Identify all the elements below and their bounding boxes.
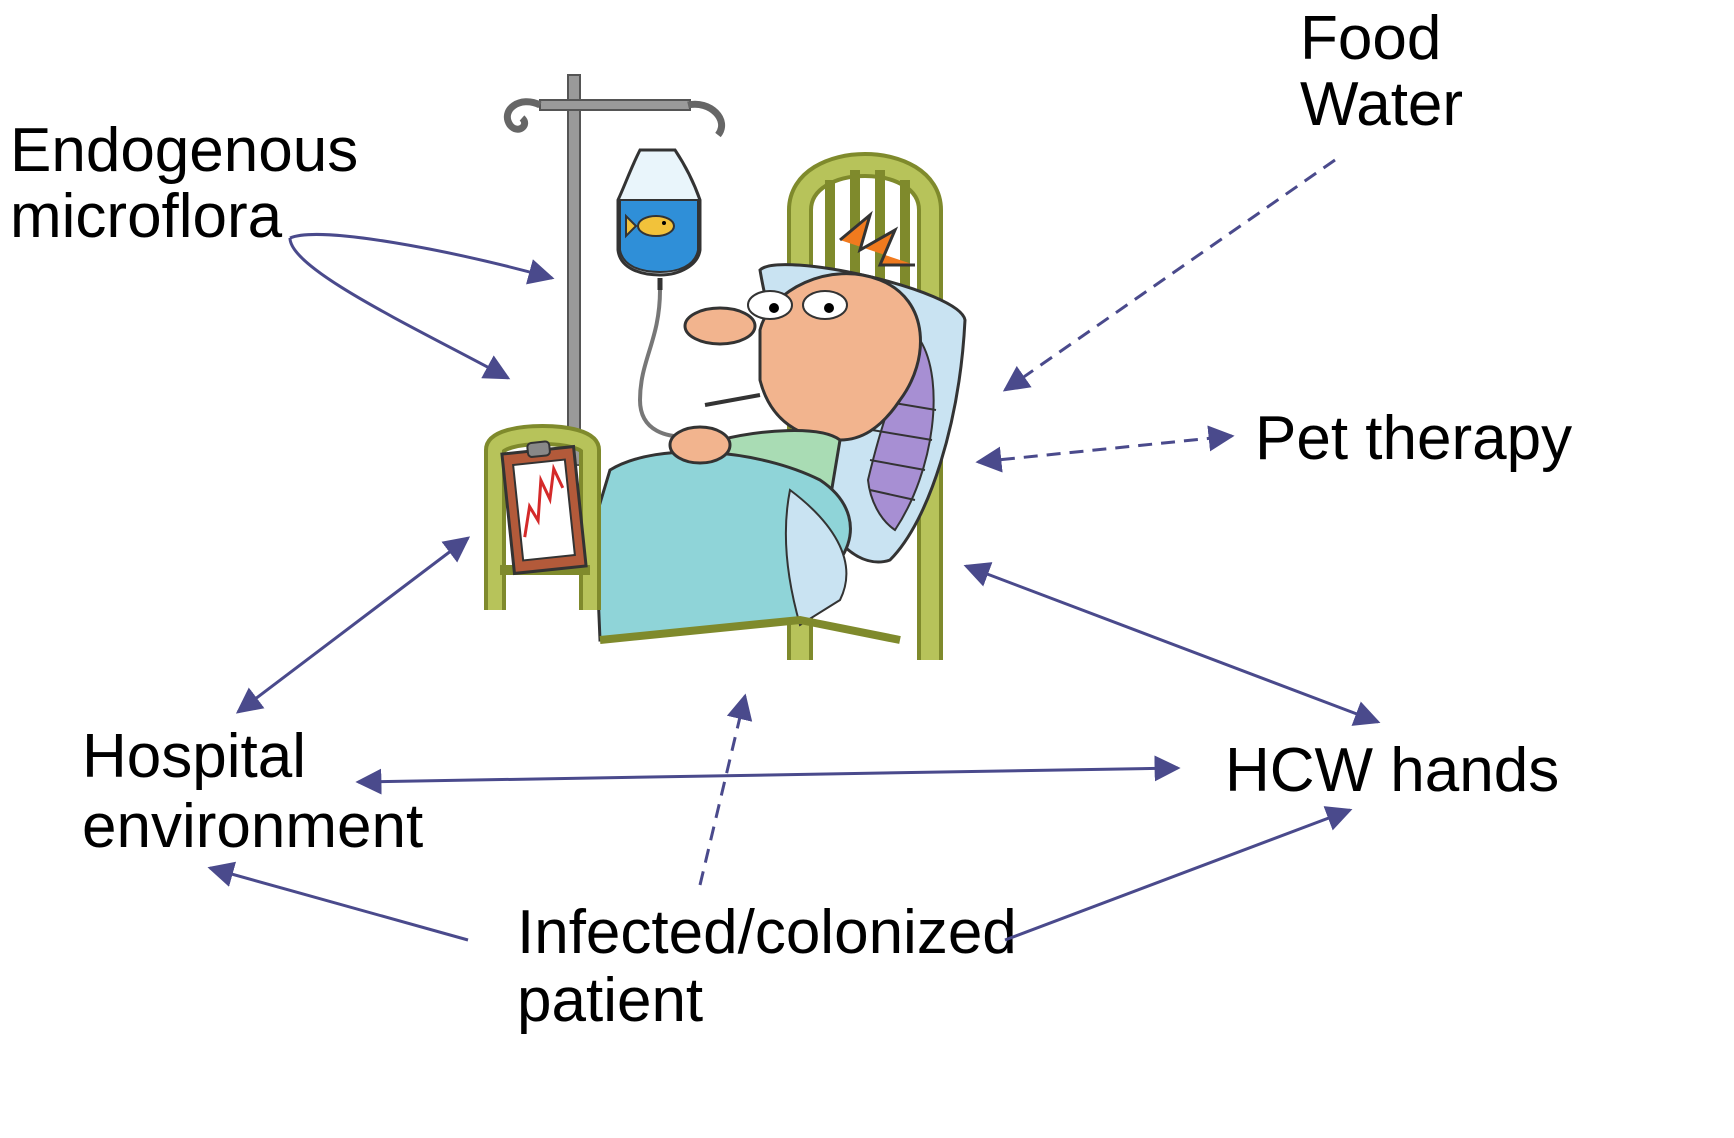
arrow-infected-to-hcw (1005, 810, 1350, 940)
arrow-hospital-to-patient (238, 538, 468, 712)
arrow-hcw-to-patient (966, 566, 1378, 722)
arrow-infected-to-bed (700, 696, 745, 885)
patient-in-bed-illustration (495, 75, 965, 660)
iv-pole (507, 75, 721, 465)
arrow-infected-to-hospital (210, 868, 468, 940)
arrow-hospital-to-hcw (358, 768, 1178, 782)
arrow-pet-therapy (978, 436, 1232, 462)
arrow-endogenous-to-iv (290, 234, 552, 278)
arrow-food-water (1005, 160, 1335, 390)
iv-bag (618, 150, 700, 437)
clipboard-chart (502, 441, 586, 573)
